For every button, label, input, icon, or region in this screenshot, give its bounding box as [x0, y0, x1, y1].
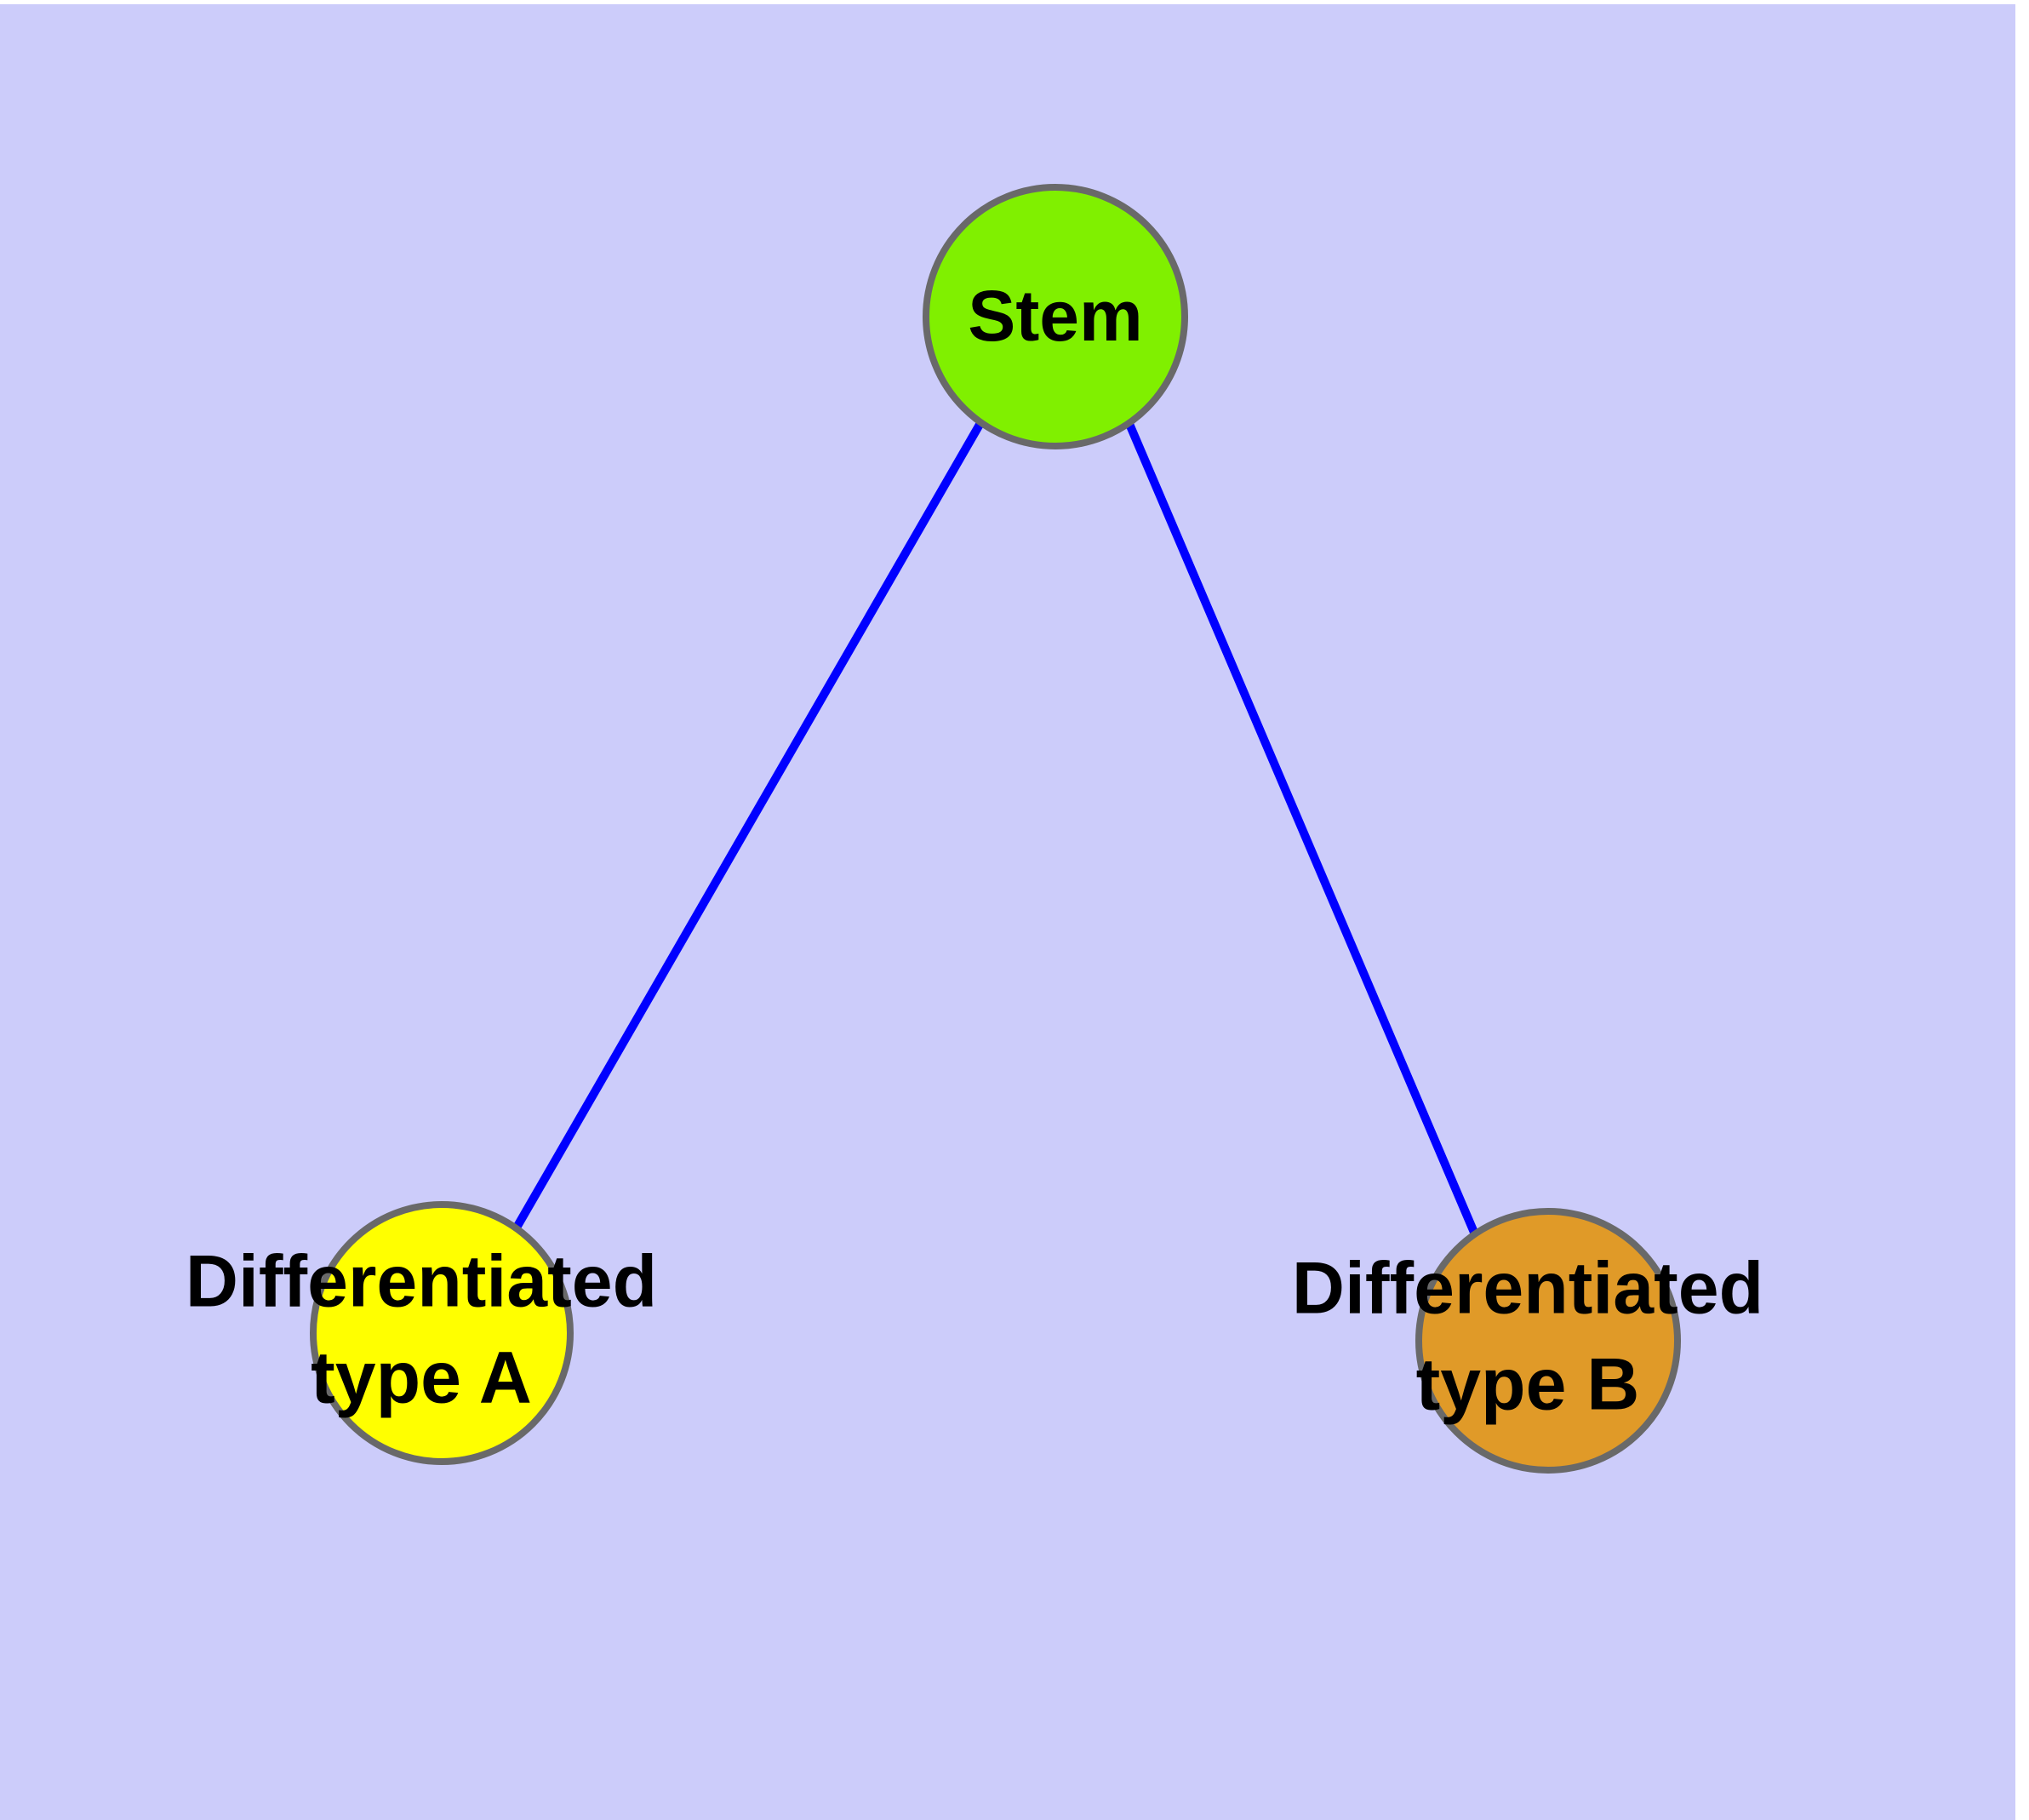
node-differentiated-type-b[interactable]	[1415, 1208, 1681, 1474]
node-stem[interactable]	[923, 184, 1188, 449]
node-differentiated-type-a[interactable]	[310, 1201, 574, 1465]
node-differentiated-type-a-label-line1: Differentiated	[186, 1241, 657, 1323]
node-differentiated-type-b-circle[interactable]	[1415, 1208, 1681, 1474]
node-stem-label: Stem	[968, 276, 1142, 356]
edge-stem-to-differentiated-type-a[interactable]	[512, 421, 985, 1230]
node-differentiated-type-b-label-line1: Differentiated	[1292, 1248, 1763, 1330]
edge-stem-to-differentiated-type-b[interactable]	[1125, 422, 1479, 1236]
node-differentiated-type-a-label-line2: type A	[311, 1337, 532, 1419]
node-differentiated-type-b-label-line2: type B	[1416, 1344, 1640, 1426]
node-stem-circle[interactable]	[923, 184, 1188, 449]
node-differentiated-type-a-circle[interactable]	[310, 1201, 574, 1465]
edges-layer	[512, 421, 1479, 1236]
labels-layer: Stem Differentiated type A Differentiate…	[186, 276, 1763, 1426]
nodes-layer	[310, 184, 1681, 1474]
